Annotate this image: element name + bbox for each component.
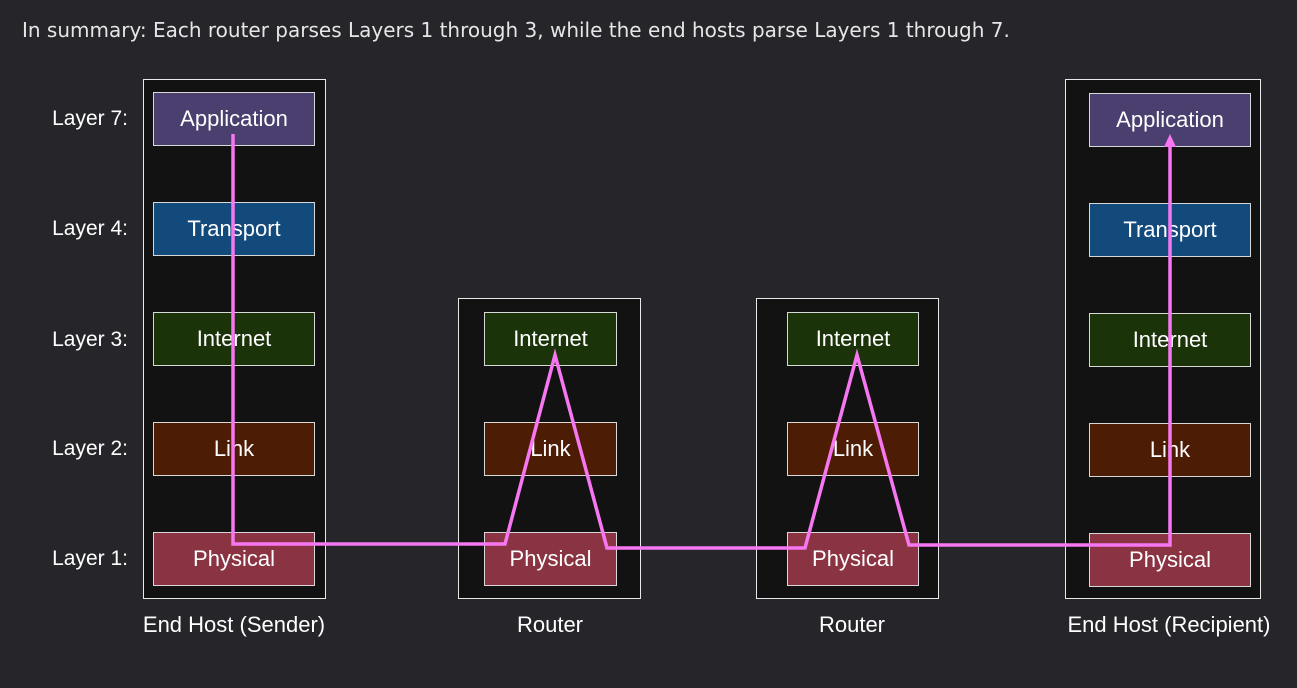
sender-application-layer: Application bbox=[153, 92, 315, 146]
layer-label-1: Layer 1: bbox=[52, 547, 128, 570]
router2-link-layer: Link bbox=[787, 422, 919, 476]
recipient-application-layer: Application bbox=[1089, 93, 1251, 147]
router1-physical-layer: Physical bbox=[484, 532, 617, 586]
router1-internet-layer: Internet bbox=[484, 312, 617, 366]
recipient-transport-layer: Transport bbox=[1089, 203, 1251, 257]
router2-label: Router bbox=[818, 612, 886, 637]
sender-physical-layer: Physical bbox=[153, 532, 315, 586]
recipient-host-label: End Host (Recipient) bbox=[1067, 612, 1271, 637]
summary-text: In summary: Each router parses Layers 1 … bbox=[22, 18, 1010, 42]
layer-label-3: Layer 3: bbox=[52, 328, 128, 351]
router2-internet-layer: Internet bbox=[787, 312, 919, 366]
router2-physical-layer: Physical bbox=[787, 532, 919, 586]
layer-label-4: Layer 4: bbox=[52, 217, 128, 240]
sender-host-label: End Host (Sender) bbox=[142, 612, 326, 637]
packet-path-line bbox=[231, 134, 1172, 550]
layer-label-7: Layer 7: bbox=[52, 107, 128, 130]
router1-link-layer: Link bbox=[484, 422, 617, 476]
recipient-link-layer: Link bbox=[1089, 423, 1251, 477]
recipient-physical-layer: Physical bbox=[1089, 533, 1251, 587]
router1-label: Router bbox=[516, 612, 584, 637]
sender-link-layer: Link bbox=[153, 422, 315, 476]
sender-transport-layer: Transport bbox=[153, 202, 315, 256]
sender-internet-layer: Internet bbox=[153, 312, 315, 366]
recipient-internet-layer: Internet bbox=[1089, 313, 1251, 367]
layer-label-2: Layer 2: bbox=[52, 437, 128, 460]
